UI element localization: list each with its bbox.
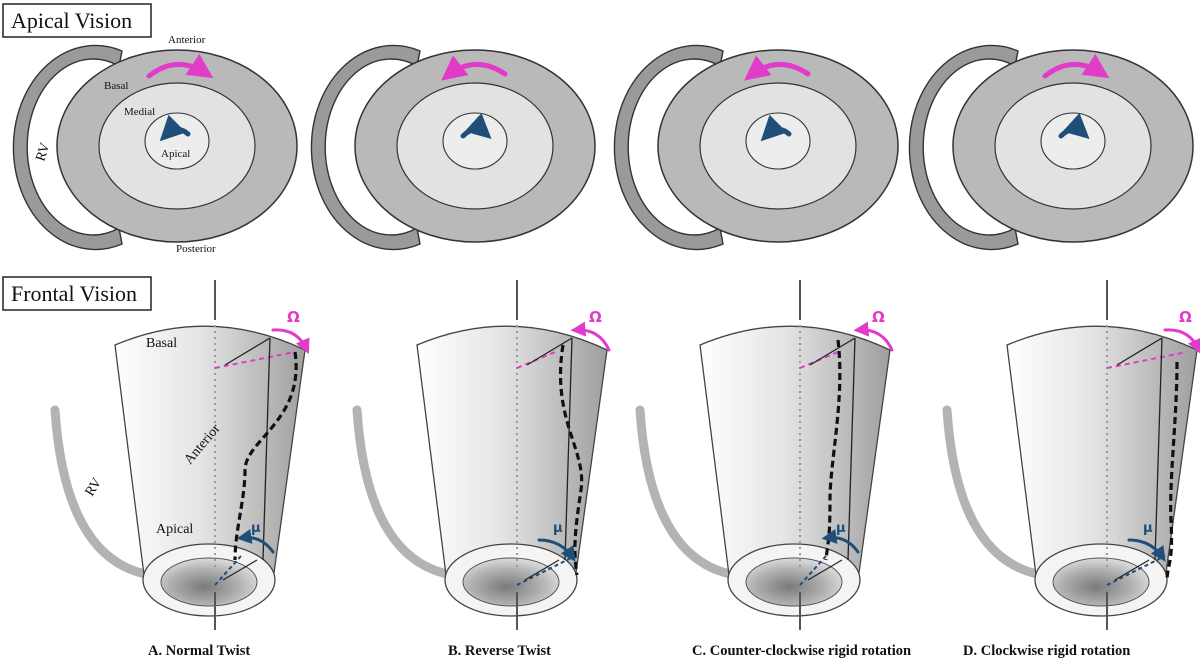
- apical-rotation-arrow: [760, 114, 792, 142]
- label-rv: RV: [34, 141, 54, 163]
- svg-text:Apical Vision: Apical Vision: [11, 8, 132, 33]
- apical-rotation-arrow: [821, 529, 860, 554]
- caption-c: C. Counter-clockwise rigid rotation: [692, 643, 911, 659]
- apical-view-a: [12, 44, 298, 251]
- apical-disc: [442, 112, 508, 170]
- longitudinal-line: [847, 337, 856, 561]
- basal-rotation-arrow: [271, 328, 310, 355]
- apical-rotation-arrow: [537, 538, 576, 562]
- apical-view-b: [310, 44, 596, 251]
- label-anterior: Anterior: [168, 34, 206, 46]
- apex-cavity: [1052, 557, 1150, 607]
- apical-reference-solid: [807, 559, 843, 581]
- apical-reference-solid: [1114, 559, 1150, 581]
- apical-disc: [745, 112, 811, 170]
- frontal-view-a: Ωμ: [50, 280, 310, 630]
- apical-reference-solid: [524, 559, 560, 581]
- omega-label: Ω: [589, 308, 602, 326]
- apical-reference-solid: [222, 559, 258, 581]
- frontal-vision-header: Frontal Vision: [2, 276, 152, 311]
- basal-rotation-arrow: [853, 321, 894, 352]
- apical-reference-dashed: [1106, 555, 1166, 586]
- omega-label: Ω: [1179, 308, 1192, 326]
- mu-label: μ: [553, 521, 563, 536]
- apex-cavity: [745, 557, 843, 607]
- myocardial-fiber: [558, 344, 584, 576]
- label-posterior: Posterior: [176, 243, 216, 255]
- apical-view-c: [613, 44, 899, 251]
- apical-rotation-arrow: [1127, 538, 1166, 562]
- apical-disc: [144, 112, 210, 170]
- longitudinal-line: [262, 337, 271, 561]
- rv-wall: [635, 405, 740, 580]
- myocardial-fiber: [1165, 361, 1179, 579]
- basal-reference-solid: [809, 337, 856, 366]
- label-medial: Medial: [124, 106, 155, 118]
- apical-views: [12, 44, 1194, 251]
- label-basal: Basal: [104, 80, 128, 92]
- frontal-view-b: Ωμ: [352, 280, 611, 630]
- frontal-label-basal: Basal: [146, 336, 177, 351]
- rv-wall: [942, 405, 1047, 580]
- apical-vision-header: Apical Vision: [2, 3, 152, 38]
- apical-region-labels: Anterior Basal Medial Apical RV Posterio…: [34, 34, 217, 255]
- apical-reference-dashed: [516, 555, 576, 586]
- mu-label: μ: [836, 521, 846, 536]
- rv-crescent: [613, 44, 724, 251]
- basal-rotation-arrow: [1042, 53, 1110, 79]
- rv-wall: [50, 405, 155, 580]
- caption-a: A. Normal Twist: [148, 643, 250, 659]
- mu-label: μ: [251, 521, 261, 536]
- apex-cavity: [160, 557, 258, 607]
- myocardial-fiber: [233, 351, 298, 561]
- omega-label: Ω: [872, 308, 885, 326]
- basal-rotation-arrow: [1163, 328, 1200, 355]
- apical-rotation-arrow: [159, 114, 191, 142]
- apical-disc: [1040, 112, 1106, 170]
- rv-crescent: [908, 44, 1019, 251]
- basal-reference-dashed: [214, 351, 296, 369]
- basal-reference-solid: [526, 337, 573, 366]
- frontal-label-rv: RV: [83, 476, 105, 499]
- caption-d: D. Clockwise rigid rotation: [963, 643, 1130, 659]
- basal-rotation-arrow: [570, 321, 611, 352]
- apex-cavity: [462, 557, 560, 607]
- longitudinal-line: [564, 337, 573, 561]
- caption-b: B. Reverse Twist: [448, 643, 551, 659]
- basal-reference-solid: [224, 337, 271, 366]
- apical-rotation-arrow: [1058, 112, 1090, 140]
- label-apical: Apical: [161, 148, 190, 160]
- omega-label: Ω: [287, 308, 300, 326]
- basal-rotation-arrow: [744, 55, 811, 81]
- rv-wall: [352, 405, 457, 580]
- apical-rotation-arrow: [236, 529, 275, 554]
- basal-reference-solid: [1116, 337, 1163, 366]
- basal-rotation-arrow: [441, 55, 508, 81]
- basal-rotation-arrow: [146, 53, 214, 79]
- frontal-view-c: Ωμ: [635, 280, 894, 630]
- svg-text:Frontal Vision: Frontal Vision: [11, 281, 137, 306]
- mu-label: μ: [1143, 521, 1153, 536]
- apical-rotation-arrow: [460, 112, 492, 140]
- apical-view-d: [908, 44, 1194, 251]
- rv-crescent: [12, 44, 123, 251]
- rv-crescent: [310, 44, 421, 251]
- basal-reference-dashed: [1106, 351, 1188, 369]
- frontal-label-apical: Apical: [156, 522, 193, 537]
- longitudinal-line: [1154, 337, 1163, 561]
- frontal-view-d: Ωμ: [942, 280, 1200, 630]
